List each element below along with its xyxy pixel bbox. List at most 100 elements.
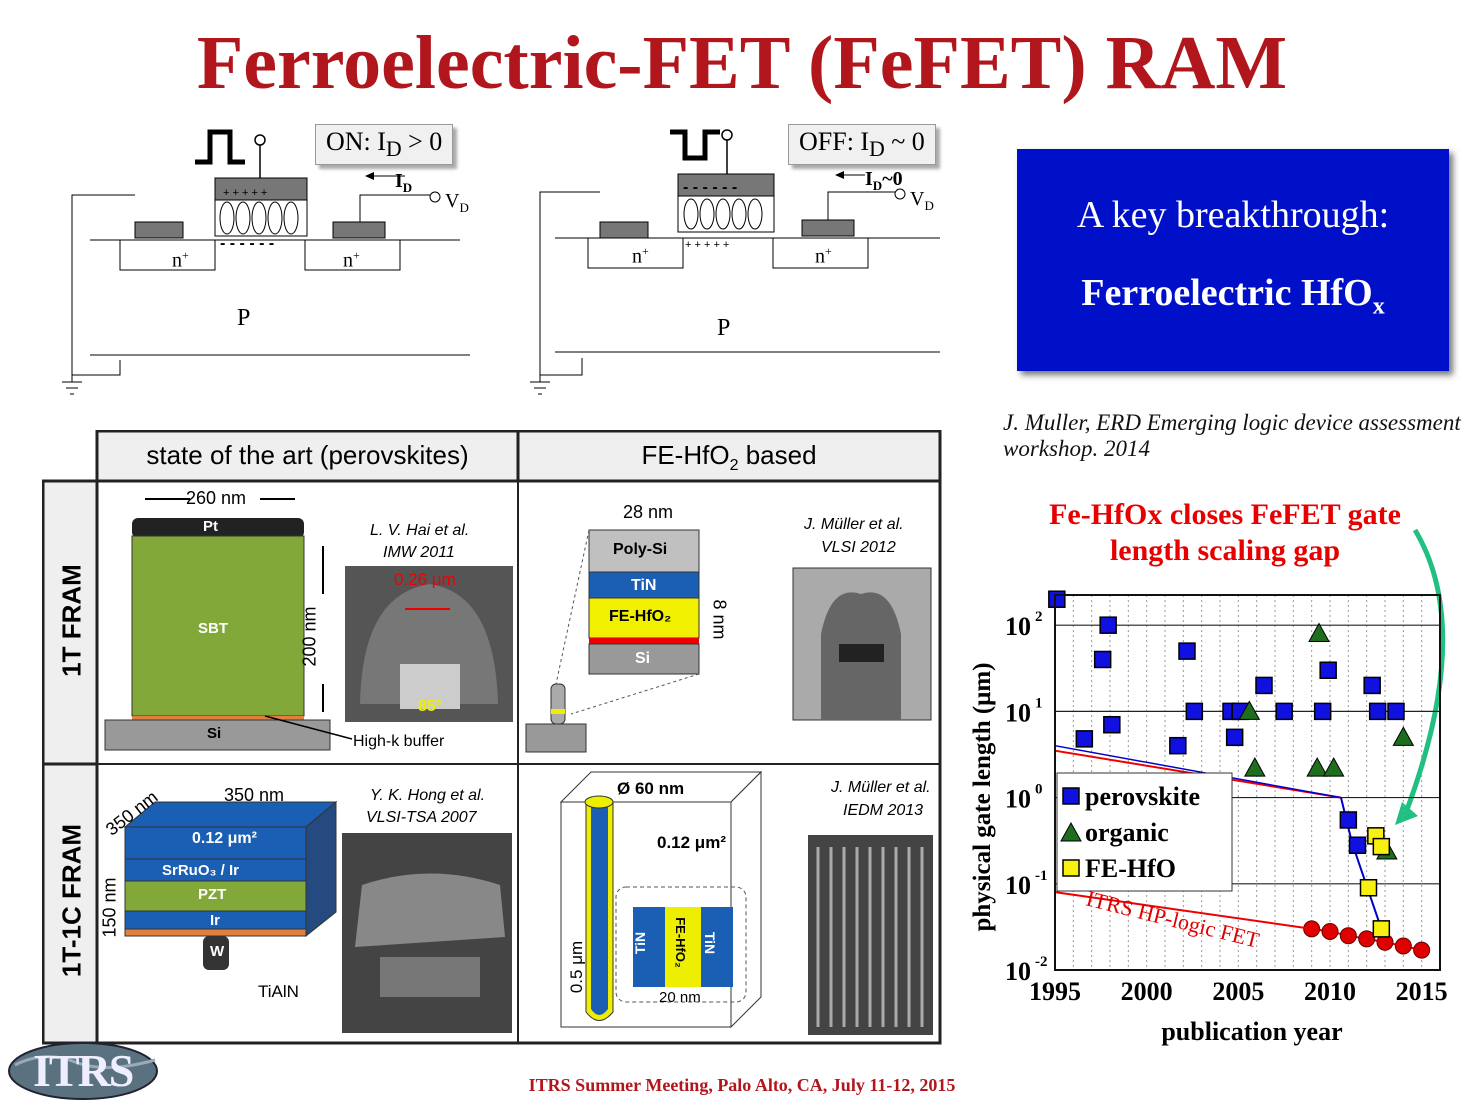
col-header-hfo2-sub: 2 (729, 457, 739, 475)
legend-marker-FE-HfO (1062, 859, 1080, 877)
trench-inset-tin-left: TiN (632, 931, 649, 955)
col-header-hfo2: FE-HfO2 based (518, 440, 940, 475)
organic-point (1306, 757, 1329, 777)
hfo2-width-label: 28 nm (623, 502, 674, 522)
legend-marker-perovskite (1062, 787, 1080, 805)
legend-box (1056, 772, 1233, 892)
chart-y-label: physical gate length (μm) (969, 662, 996, 931)
perovskite-point (1103, 715, 1121, 734)
on-id-text: I (395, 170, 403, 192)
col-header-hfo2-prefix: FE-HfO (641, 440, 730, 470)
on-n-right-sup: + (353, 248, 360, 262)
y-tick-label: 10 (1005, 957, 1031, 986)
col-header-perovskites: state of the art (perovskites) (146, 440, 469, 470)
perovskite-point (1185, 702, 1204, 721)
blue-trend-line-upper (1054, 744, 1342, 799)
on-substrate-label: P (237, 305, 251, 331)
off-n-right-sup: + (825, 244, 832, 258)
breakthrough-box: A key breakthrough: Ferroelectric HfOx (1017, 149, 1449, 371)
FE-HfO-point (1372, 920, 1391, 938)
pzt-plug-w: W (210, 943, 225, 960)
trench-inset-tin-right: TiN (702, 931, 719, 955)
cell-perovskite-1t: 260 nm Pt SBT Si 200 nm High-k buffer L.… (100, 484, 516, 762)
reference-citation: J. Muller, ERD Emerging logic device ass… (1003, 410, 1461, 461)
muller-2012-author: J. Müller et al. (804, 516, 904, 533)
fefet-off-schematic: - - - - - - + + + + + (530, 129, 940, 395)
muller-2012-venue: VLSI 2012 (821, 539, 896, 556)
footer-meeting: ITRS Summer Meeting, Palo Alto, CA, July… (528, 1075, 956, 1095)
hai-citation-author: L. V. Hai et al. (370, 522, 470, 539)
on-n-left-sup: + (182, 248, 189, 262)
row-header-1t-fram: 1T FRAM (56, 564, 87, 677)
perovskite-point (1313, 702, 1332, 721)
y-tick-exponent: 2 (1035, 609, 1043, 625)
off-vd-label: VD (910, 188, 934, 214)
hfo2-layer-tin: TiN (631, 577, 657, 594)
y-tick-exponent: 1 (1035, 695, 1043, 711)
perovskite-point (1093, 650, 1112, 669)
red-trend-line-lower (1054, 891, 1312, 930)
perovskite-point (1048, 590, 1066, 608)
muller-2013-venue: IEDM 2013 (843, 802, 924, 819)
breakthrough-line1: A key breakthrough: (1076, 194, 1390, 236)
organic-point (1322, 757, 1345, 777)
pzt-capacitor-illustration (123, 800, 512, 1033)
legend-label-perovskite: perovskite (1085, 782, 1200, 811)
itrs-point (1358, 930, 1376, 948)
organic-point (1243, 757, 1266, 777)
pzt-area-label: 0.12 μm² (192, 830, 257, 847)
y-tick-exponent: 0 (1035, 782, 1043, 798)
chart-x-label: publication year (1161, 1017, 1342, 1046)
off-vd-text: V (910, 188, 925, 210)
trench-capacitor-illustration (559, 770, 933, 1035)
off-id-suffix: ~0 (882, 168, 903, 190)
y-tick-exponent: -1 (1035, 868, 1048, 884)
FE-HfO-point (1359, 878, 1378, 897)
hfo2-layer-polysi: Poly-Si (613, 541, 668, 558)
on-callout-sub: D (385, 137, 402, 162)
off-substrate-label: P (717, 315, 731, 341)
on-callout-suffix: > 0 (401, 127, 443, 156)
perovskite-point (1178, 642, 1196, 660)
x-tick-label: 2005 (1212, 977, 1264, 1006)
on-n-right: n+ (343, 248, 360, 273)
hai-citation-venue: IMW 2011 (383, 544, 455, 561)
off-n-right: n+ (815, 244, 832, 269)
on-id-sub: D (402, 180, 413, 195)
perovskite-point (1075, 730, 1094, 748)
annotation-line2: length scaling gap (1109, 534, 1341, 567)
x-tick-label: 2000 (1121, 977, 1173, 1006)
perovskite-point (1363, 676, 1381, 695)
chart-points (1048, 590, 1415, 938)
perovskite-point (1368, 702, 1387, 721)
off-id-sub: D (872, 178, 883, 193)
y-tick-label: 10 (1005, 871, 1031, 900)
sbt-layer-pt: Pt (203, 518, 218, 535)
muller-2013-author: J. Müller et al. (831, 779, 931, 796)
sbt-layer-sbt: SBT (198, 620, 228, 637)
fefet-on-schematic: + + + + + - - - - - - (62, 129, 470, 395)
legend-label-FE-HfO: FE-HfO (1085, 854, 1176, 883)
trench-inset-width: 20 nm (659, 989, 701, 1006)
y-tick-label: 10 (1005, 612, 1031, 641)
hong-citation-venue: VLSI-TSA 2007 (366, 809, 477, 826)
trench-height-label: 0.5 μm (567, 940, 587, 994)
hong-citation-author: Y. K. Hong et al. (370, 787, 486, 804)
scaling-gap-annotation: Fe-HfOx closes FeFET gate length scaling… (1015, 497, 1435, 569)
on-callout-text: ON: I (326, 127, 386, 156)
perovskite-point (1319, 661, 1337, 679)
cell-perovskite-1t1c: 350 nm 350 nm 150 nm 0.12 μm² SrRuO₃ / I… (100, 767, 516, 1041)
sbt-width-label: 260 nm (186, 488, 247, 508)
cell-hfo2-1t1c: Ø 60 nm 0.12 μm² 0.5 μm TiN FE-HfO₂ TiN … (521, 767, 937, 1041)
off-n-left-text: n (632, 245, 642, 268)
breakthrough-line2-sub: x (1372, 293, 1385, 320)
breakthrough-line2-text: Ferroelectric HfO (1081, 272, 1373, 314)
col-header-hfo2-suffix: based (738, 440, 817, 470)
off-callout-sub: D (869, 137, 885, 162)
on-id-label: ID (395, 170, 412, 196)
on-vd-sub: D (459, 200, 469, 215)
page-title: Ferroelectric-FET (FeFET) RAM (196, 21, 1288, 105)
sbt-layer-si: Si (207, 725, 222, 742)
y-tick-exponent: -2 (1035, 954, 1048, 970)
